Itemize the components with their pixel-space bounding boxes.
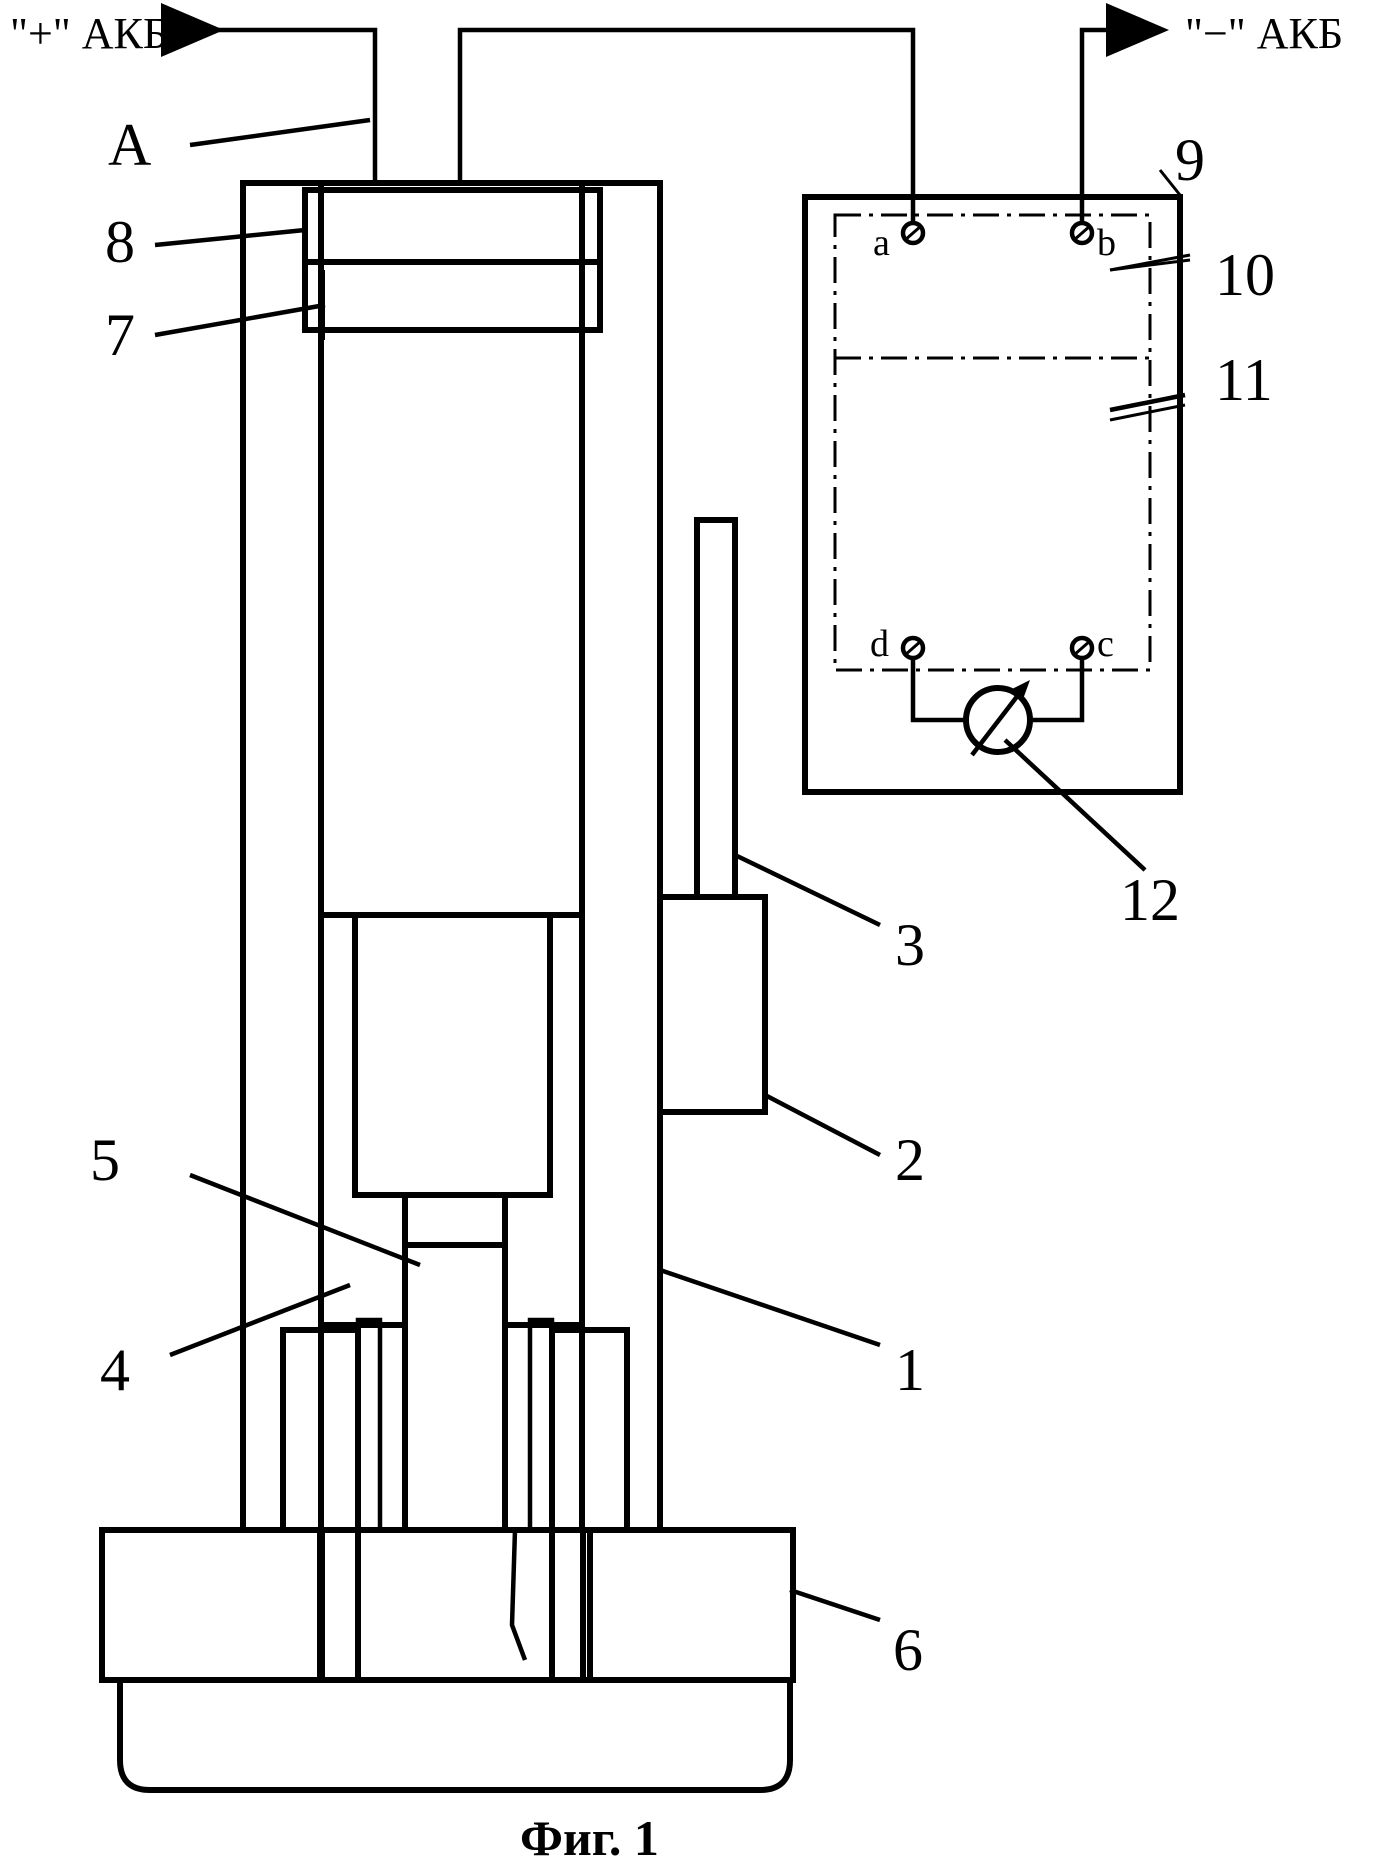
term-label-d: d <box>870 623 889 665</box>
terminal-a <box>903 223 923 243</box>
label-9: 9 <box>1175 127 1205 193</box>
terminal-b <box>1072 223 1092 243</box>
bottom-sleeves <box>283 1320 627 1680</box>
label-6: 6 <box>893 1617 923 1683</box>
rod-3 <box>697 520 735 897</box>
term-label-a: a <box>873 222 890 264</box>
term-label-b: b <box>1097 222 1116 264</box>
base-plate-6 <box>100 1530 795 1790</box>
label-minus-akb: "−" АКБ <box>1185 9 1343 58</box>
side-bracket-2 <box>660 897 765 1112</box>
label-10: 10 <box>1215 242 1275 308</box>
label-4: 4 <box>100 1337 130 1403</box>
label-12: 12 <box>1120 867 1180 933</box>
terminal-d <box>903 638 923 658</box>
glass-disk-7 <box>305 262 600 330</box>
label-2: 2 <box>895 1127 925 1193</box>
label-1: 1 <box>895 1337 925 1403</box>
label-A: A <box>108 112 151 178</box>
label-8: 8 <box>105 209 135 275</box>
label-7: 7 <box>105 302 135 368</box>
figure-caption: Фиг. 1 <box>520 1810 659 1865</box>
label-5: 5 <box>90 1127 120 1193</box>
element-8 <box>305 190 600 262</box>
glass-rod-5 <box>358 1195 552 1680</box>
label-11: 11 <box>1215 347 1273 413</box>
leader-lines <box>155 120 1190 1620</box>
insert-4 <box>321 915 582 1325</box>
label-3: 3 <box>895 912 925 978</box>
label-plus-akb: "+" АКБ <box>10 9 168 58</box>
term-label-c: c <box>1097 623 1114 665</box>
meter-box-9 <box>805 197 1180 792</box>
labels: "+" АКБ "−" АКБ A 8 7 9 10 11 12 3 2 5 1… <box>10 9 1343 1865</box>
meter-12 <box>913 658 1082 755</box>
terminal-c <box>1072 638 1092 658</box>
